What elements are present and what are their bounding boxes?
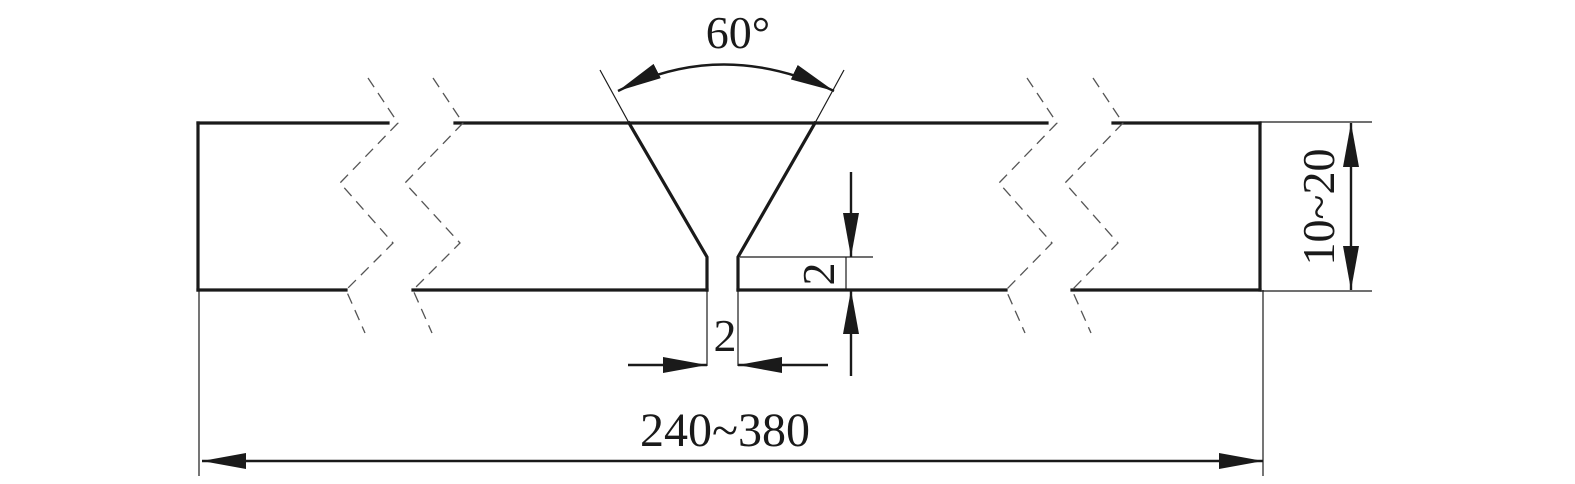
groove-angle-dimension: 60° bbox=[599, 7, 845, 124]
break-lines bbox=[339, 77, 1124, 334]
break-line-2 bbox=[404, 77, 464, 334]
break-line-3 bbox=[998, 77, 1058, 334]
angle-extension-left bbox=[599, 69, 630, 124]
root-face-label: 2 bbox=[793, 263, 844, 286]
groove-right-bevel bbox=[736, 120, 818, 292]
root-gap-dimension: 2 bbox=[628, 290, 828, 373]
plate-outline bbox=[196, 121, 1262, 292]
groove-left-bevel bbox=[626, 120, 709, 292]
thickness-dimension: 10~20 bbox=[1260, 121, 1372, 292]
angle-arc bbox=[617, 63, 835, 93]
break-line-1 bbox=[339, 77, 399, 334]
thickness-label: 10~20 bbox=[1293, 149, 1344, 266]
angle-extension-right bbox=[814, 69, 845, 124]
length-label: 240~380 bbox=[640, 404, 810, 457]
groove-angle-label: 60° bbox=[706, 7, 770, 58]
length-dimension: 240~380 bbox=[198, 290, 1264, 476]
v-groove bbox=[626, 120, 818, 292]
root-face-dimension: 2 bbox=[740, 172, 873, 376]
root-gap-label: 2 bbox=[714, 310, 737, 361]
break-line-4 bbox=[1064, 77, 1124, 334]
